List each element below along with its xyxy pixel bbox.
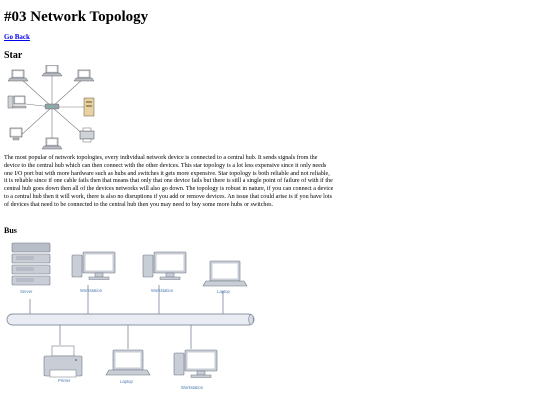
- printer-label: Printer: [58, 378, 71, 383]
- workstation-icon: [142, 251, 187, 280]
- workstation-label: Workstation: [151, 288, 174, 293]
- hub-icon: [44, 103, 60, 110]
- page-title: #03 Network Topology: [4, 9, 149, 25]
- laptop-icon: [7, 69, 29, 82]
- laptop-icon: [41, 65, 63, 77]
- star-topology-image: [7, 65, 95, 150]
- workstation-label: Workstation: [181, 385, 204, 390]
- star-description: The most popular of network topologies, …: [4, 155, 334, 208]
- server-icon: [11, 242, 51, 286]
- desktop-icon: [7, 95, 27, 109]
- server-label: Server: [20, 289, 33, 294]
- laptop-label: Laptop: [120, 379, 133, 384]
- laptop-label: Laptop: [217, 289, 230, 294]
- bus-cable: [6, 313, 255, 326]
- workstation-icon: [173, 349, 218, 378]
- star-heading: Star: [4, 50, 23, 61]
- bus-topology-image: Server Workstation Workstation Laptop: [6, 242, 255, 390]
- laptop-icon: [202, 260, 248, 287]
- workstation-icon: [71, 251, 116, 280]
- laptop-icon: [105, 349, 151, 376]
- printer-icon: [43, 345, 83, 378]
- laptop-icon: [73, 69, 95, 82]
- laptop-icon: [41, 137, 63, 150]
- bus-heading: Bus: [4, 226, 17, 235]
- printer-icon: [79, 127, 95, 143]
- go-back-link[interactable]: Go Back: [4, 33, 30, 41]
- desktop-icon: [9, 127, 23, 141]
- workstation-label: Workstation: [80, 288, 103, 293]
- server-icon: [83, 97, 95, 117]
